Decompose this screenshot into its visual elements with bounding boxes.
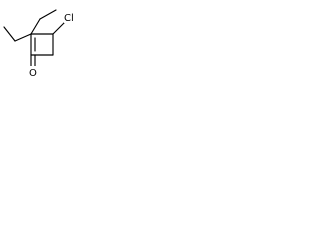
oxygen-label-background <box>28 66 38 78</box>
structure-diagram: Cl O <box>3 9 78 79</box>
ethyl-upper-bond-1 <box>30 18 41 35</box>
chlorine-label-background <box>64 11 78 23</box>
ethyl-lower-bond-2 <box>3 26 16 42</box>
ethyl-upper-bond-2 <box>39 9 57 20</box>
chlorine-bond <box>52 20 67 35</box>
chlorine-atom-label: Cl <box>64 13 74 24</box>
oxygen-atom-label: O <box>29 68 37 79</box>
ethyl-lower-bond-1 <box>14 33 32 42</box>
